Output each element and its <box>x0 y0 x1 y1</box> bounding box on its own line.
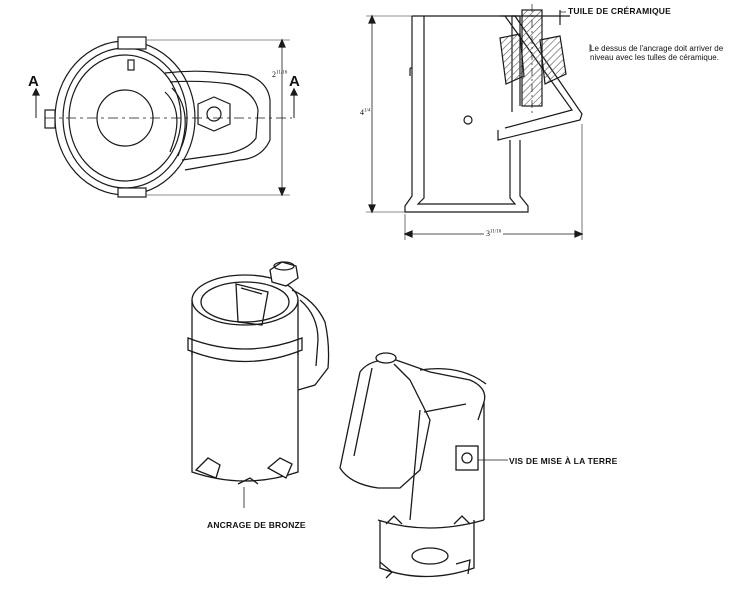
section-view <box>366 4 591 240</box>
section-marker-left: A <box>28 73 39 90</box>
section-marker-right: A <box>289 73 300 90</box>
isometric-view-front <box>187 261 330 508</box>
leveling-note: Le dessus de l'ancrage doit arriver de n… <box>590 44 724 62</box>
top-view-height-dimension: 211/16 <box>272 70 288 79</box>
top-view <box>32 36 298 198</box>
isometric-view-rear <box>339 352 508 579</box>
ceramic-tile-label: TUILE DE CRÉRAMIQUE <box>568 6 671 16</box>
ground-screw-label: VIS DE MISE À LA TERRE <box>509 456 618 466</box>
bronze-anchor-label: ANCRAGE DE BRONZE <box>207 520 306 530</box>
side-width-dimension: 311/16 <box>484 229 504 238</box>
side-height-dimension: 41/4 <box>360 108 371 117</box>
